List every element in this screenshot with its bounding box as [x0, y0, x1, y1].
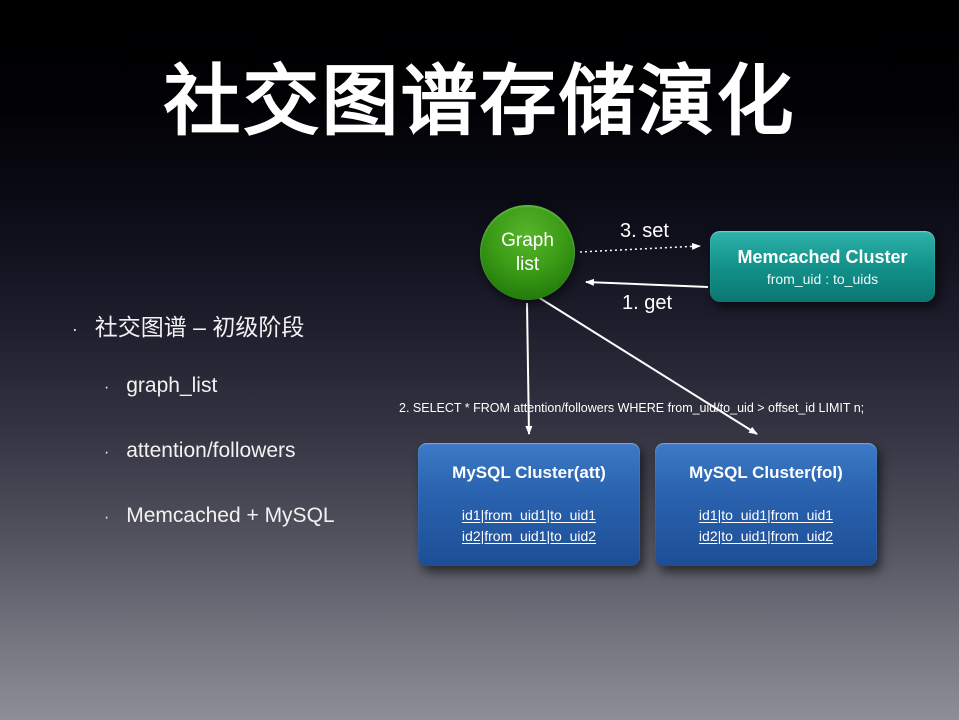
graph-node-line2: list — [515, 253, 540, 275]
bullet-text: 社交图谱 – 初级阶段 — [94, 314, 305, 340]
slide-title: 社交图谱存储演化 — [163, 59, 796, 145]
memcached-subtitle: from_uid : to_uids — [766, 270, 879, 287]
mysql-att-title: MySQL Cluster(att) — [452, 463, 606, 482]
get-arrow — [585, 278, 709, 288]
bullet-icon: · — [104, 379, 110, 396]
mysql-fol-rows: id1|to_uid1|from_uid1 id2|to_uid1|from_u… — [655, 505, 877, 547]
bullet-item-social-graph: · 社交图谱 – 初级阶段 — [72, 308, 304, 342]
graph-list-node: Graph list — [480, 205, 575, 300]
mysql-cluster-att-box: MySQL Cluster(att) id1|from_uid1|to_uid1… — [418, 443, 640, 566]
set-arrow — [579, 242, 701, 253]
bullet-text: graph_list — [126, 374, 218, 397]
set-label: 3. set — [620, 220, 669, 242]
memcached-cluster-box: Memcached Cluster from_uid : to_uids — [710, 231, 935, 302]
bullet-text: attention/followers — [126, 439, 296, 462]
mysql-cluster-fol-box: MySQL Cluster(fol) id1|to_uid1|from_uid1… — [655, 443, 877, 566]
mysql-fol-row: id1|to_uid1|from_uid1 — [698, 507, 834, 523]
mysql-att-row: id2|from_uid1|to_uid2 — [461, 528, 597, 544]
mysql-fol-row: id2|to_uid1|from_uid2 — [698, 528, 834, 544]
select-query-label: 2. SELECT * FROM attention/followers WHE… — [399, 401, 865, 415]
mysql-fol-title: MySQL Cluster(fol) — [689, 463, 843, 482]
mysql-att-rows: id1|from_uid1|to_uid1 id2|from_uid1|to_u… — [418, 505, 640, 547]
mysql-att-row: id1|from_uid1|to_uid1 — [461, 507, 597, 523]
bullet-icon: · — [72, 319, 78, 339]
bullet-item-attention-followers: · attention/followers — [104, 439, 296, 463]
bullet-icon: · — [104, 509, 110, 526]
bullet-icon: · — [104, 444, 110, 461]
bullet-item-memcached-mysql: · Memcached + MySQL — [104, 504, 335, 528]
bullet-item-graph-list: · graph_list — [104, 374, 217, 398]
memcached-title: Memcached Cluster — [737, 246, 908, 267]
graph-node-line1: Graph — [501, 229, 554, 251]
bullet-text: Memcached + MySQL — [126, 504, 335, 527]
get-label: 1. get — [622, 292, 673, 314]
